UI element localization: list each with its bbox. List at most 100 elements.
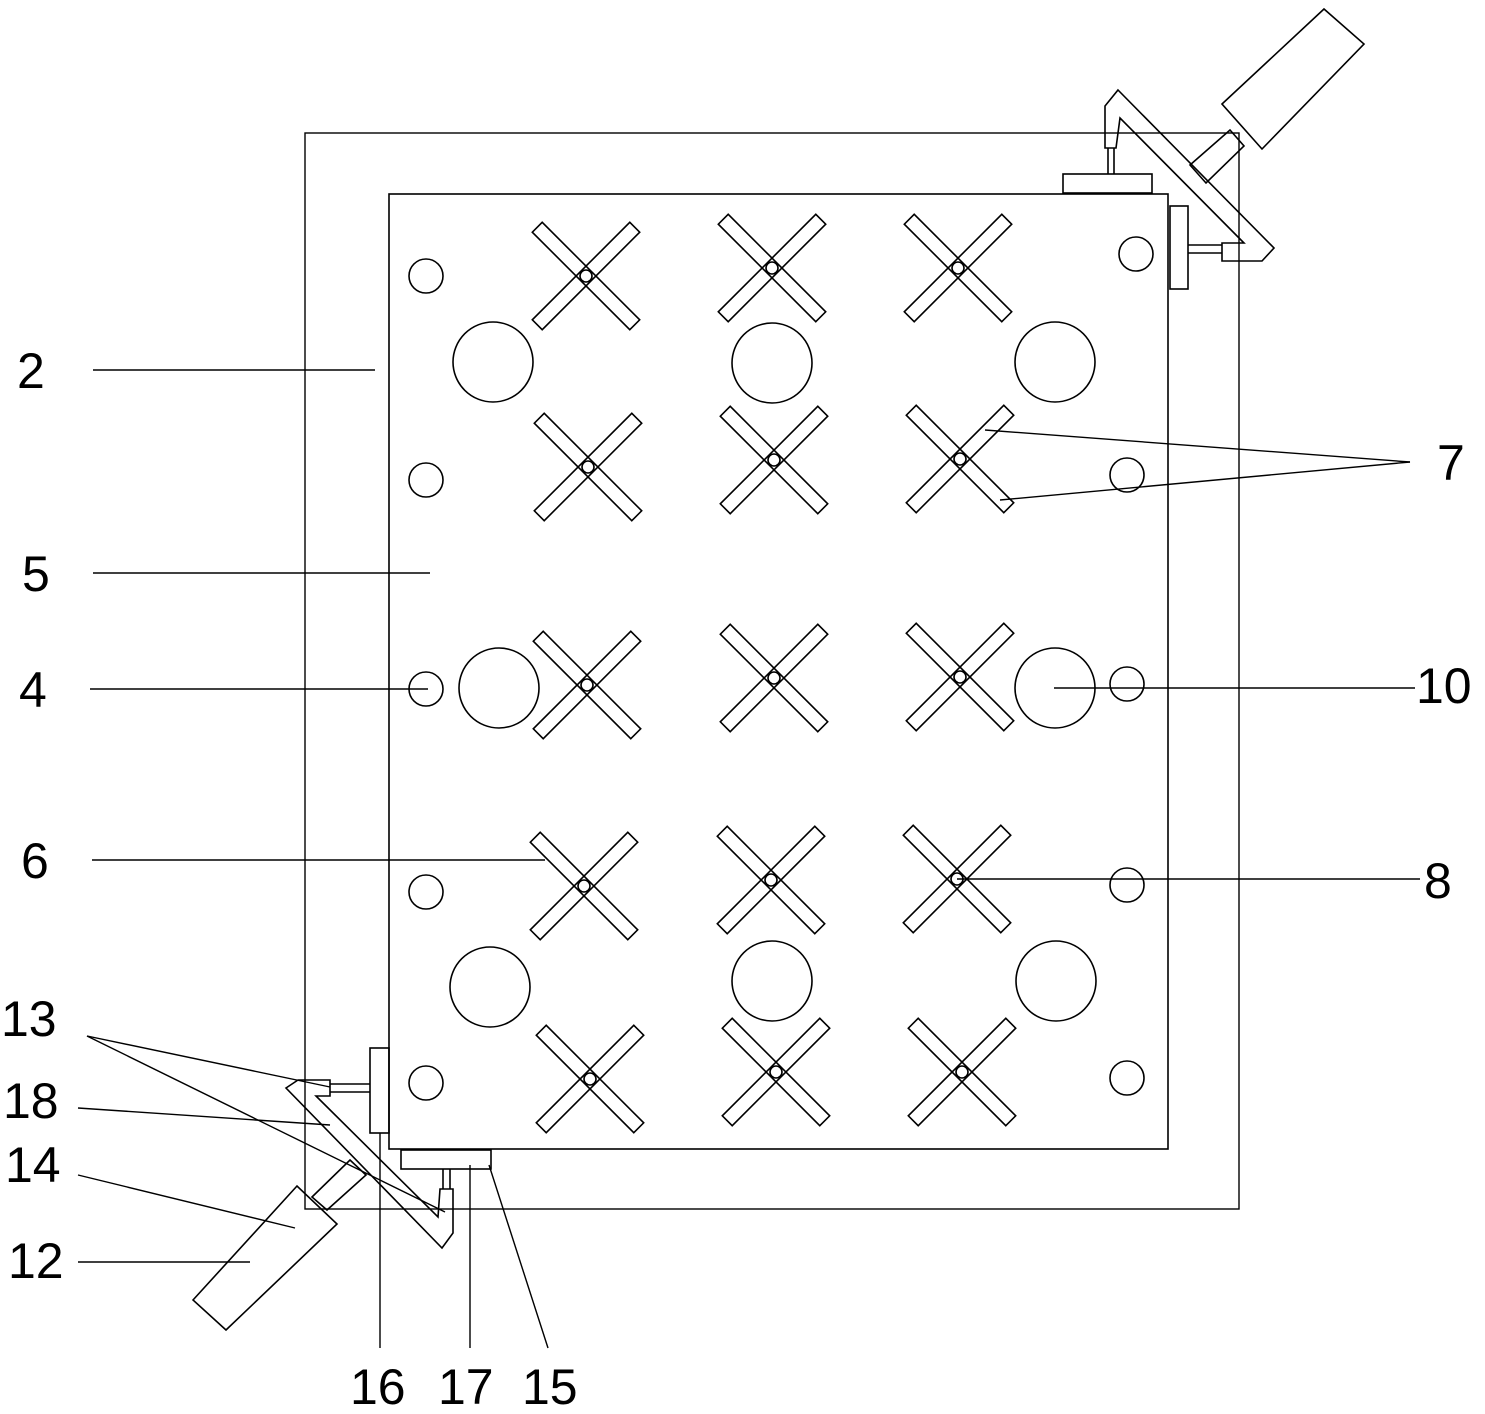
large-hole [731, 322, 813, 404]
x-blade [531, 221, 641, 331]
bottom-left-mechanism [191, 1047, 492, 1332]
blade-hub [953, 452, 967, 466]
leader-lines [77, 369, 1420, 1349]
callout-labels: 2 5 4 6 7 10 8 13 18 14 12 16 17 15 [1, 343, 1472, 1414]
blade-arm [721, 1017, 831, 1127]
leader-15 [488, 1164, 549, 1349]
bottom-left-arm [284, 1079, 454, 1250]
blade-arm [721, 1017, 831, 1127]
blade-hub [764, 873, 778, 887]
blade-arm [905, 622, 1015, 732]
x-blade [903, 213, 1013, 323]
x-blade [905, 404, 1015, 514]
blade-arm [905, 404, 1015, 514]
top-right-piston [1188, 128, 1246, 185]
blade-arm [719, 405, 829, 515]
small-hole [1118, 236, 1154, 272]
callout-7: 7 [1437, 435, 1465, 491]
blade-hub [583, 1072, 597, 1086]
blade-arm [531, 221, 641, 331]
blade-arm [716, 825, 826, 935]
blade-arm [905, 622, 1015, 732]
blade-arm [529, 831, 639, 941]
blade-hub [577, 879, 591, 893]
blade-hub [767, 671, 781, 685]
bottom-left-piston [310, 1158, 368, 1212]
blade-arm [535, 1024, 645, 1134]
holes-group [408, 236, 1154, 1101]
large-hole [452, 321, 534, 403]
bottom-left-cylinder [191, 1184, 339, 1332]
small-hole [1109, 457, 1145, 493]
small-hole [408, 874, 444, 910]
leader-13a [86, 1035, 331, 1088]
blade-hub [579, 269, 593, 283]
blade-hub [765, 261, 779, 275]
callout-16: 16 [350, 1359, 406, 1414]
large-hole [1014, 321, 1096, 403]
x-blade [529, 831, 639, 941]
callout-12: 12 [8, 1233, 64, 1289]
blade-arm [532, 630, 642, 740]
small-hole [1109, 1060, 1145, 1096]
large-hole [458, 647, 540, 729]
small-hole [408, 1065, 444, 1101]
blade-arm [719, 405, 829, 515]
blade-arm [905, 404, 1015, 514]
top-right-cylinder [1220, 7, 1366, 151]
blade-hub [955, 1065, 969, 1079]
top-block [1062, 173, 1153, 194]
blade-arm [535, 1024, 645, 1134]
blade-arm [907, 1017, 1017, 1127]
small-hole [1109, 867, 1145, 903]
blade-arm [902, 824, 1012, 934]
callout-2: 2 [17, 343, 45, 399]
bottom-block [400, 1149, 492, 1170]
leader-7b [999, 461, 1411, 501]
right-block [1169, 205, 1189, 290]
callout-8: 8 [1424, 853, 1452, 909]
blade-arm [529, 831, 639, 941]
blade-arm [902, 824, 1012, 934]
blade-hub [581, 460, 595, 474]
large-hole [1015, 940, 1097, 1022]
callout-10: 10 [1416, 658, 1472, 714]
small-hole [1109, 666, 1145, 702]
blade-arm [531, 221, 641, 331]
blade-arm [532, 630, 642, 740]
blade-hub [951, 261, 965, 275]
blade-arm [717, 213, 827, 323]
leader-7a [984, 429, 1411, 463]
inner-plate [388, 193, 1169, 1150]
callout-17: 17 [438, 1359, 494, 1414]
x-blade [532, 630, 642, 740]
callout-6: 6 [21, 833, 49, 889]
blade-arm [907, 1017, 1017, 1127]
x-blade [716, 825, 826, 935]
x-blade [719, 623, 829, 733]
x-blades-group [529, 213, 1017, 1134]
x-blade [905, 622, 1015, 732]
top-right-arm [1104, 88, 1276, 262]
callout-14: 14 [5, 1137, 61, 1193]
x-blade [717, 213, 827, 323]
top-right-mechanism [1062, 7, 1366, 290]
large-hole [449, 946, 531, 1028]
x-blade [535, 1024, 645, 1134]
leader-18 [77, 1107, 331, 1126]
x-blade [533, 412, 643, 522]
blade-arm [719, 623, 829, 733]
callout-15: 15 [522, 1359, 578, 1414]
x-blade [907, 1017, 1017, 1127]
blade-arm [533, 412, 643, 522]
blade-arm [903, 213, 1013, 323]
blade-hub [767, 453, 781, 467]
callout-18: 18 [3, 1073, 59, 1129]
blade-arm [716, 825, 826, 935]
x-blade [719, 405, 829, 515]
x-blade [902, 824, 1012, 934]
large-hole [731, 940, 813, 1022]
callout-4: 4 [19, 662, 47, 718]
